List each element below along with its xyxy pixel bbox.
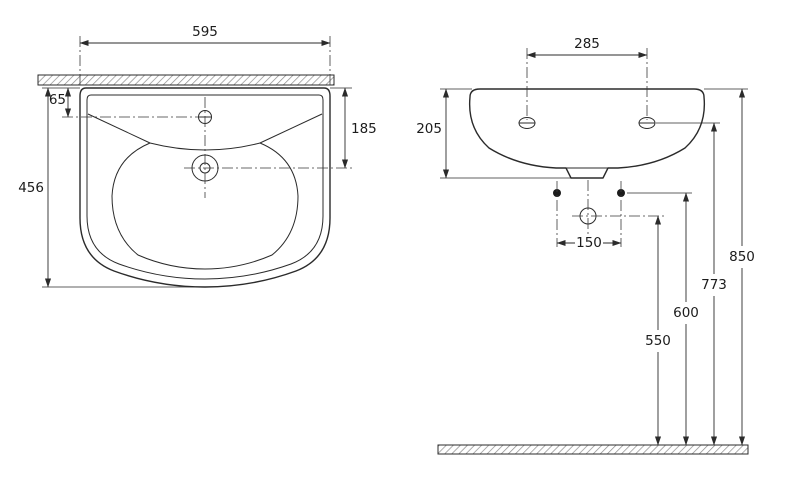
dim-label-bolt-spacing: 150 [576,235,602,251]
dim-label-hole-spacing: 285 [574,36,600,52]
dim-hole-spacing: 285 [526,36,648,120]
wall-section-hatch [37,74,335,86]
dim-bolt-height: 600 [627,192,699,446]
dim-overall-depth: 456 [18,87,206,288]
bolt-left [553,189,561,197]
dim-waste-setback: 185 [330,87,377,169]
dim-trap-height: 550 [572,215,671,446]
dim-label-overall-depth: 456 [18,180,44,196]
elevation-view: 285 205 150 550 [416,36,755,455]
dim-rim-height: 850 [704,88,755,446]
dim-label-width: 595 [192,24,218,40]
dim-plan-width: 595 [79,24,331,86]
plan-view: 595 65 185 456 [18,24,377,288]
basin-inner-rim [86,94,324,280]
dim-label-bolt-height: 600 [673,305,699,321]
dim-label-trap-height: 550 [645,333,671,349]
dim-hole-height: 773 [656,122,727,446]
bolt-right [617,189,625,197]
dim-label-waste-setback: 185 [351,121,377,137]
basin-bowl [111,142,299,270]
dim-label-rim-height: 850 [729,249,755,265]
basin-front-profile [468,88,706,179]
dim-label-basin-height: 205 [416,121,442,137]
dim-basin-height: 205 [416,88,572,179]
dim-label-tap-setback: 65 [49,92,66,108]
dim-tap-setback: 65 [42,87,198,118]
dim-bolt-spacing: 150 [556,235,622,251]
shelf-line-right [259,113,323,144]
dim-label-hole-height: 773 [701,277,727,293]
shelf-line-left [87,113,151,144]
floor-section-hatch [437,444,749,455]
